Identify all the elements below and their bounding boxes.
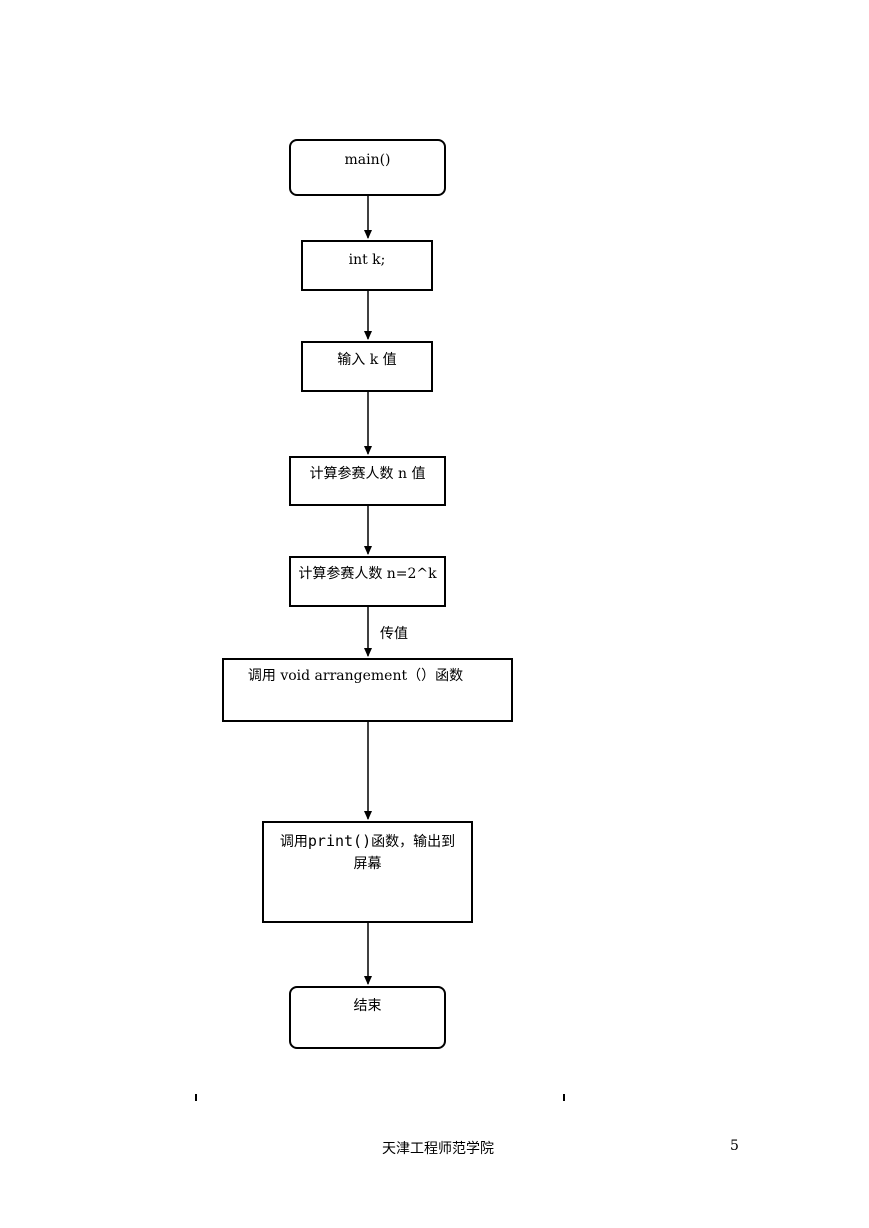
call-print-suffix: 函数，输出到 [371, 834, 456, 850]
call-arrangement-node-label: 调用 void arrangement（）函数 [247, 668, 464, 684]
call-print-code: print() [307, 832, 372, 850]
footer-page-number: 5 [730, 1138, 739, 1154]
calc-n-node-label: 计算参赛人数 n 值 [309, 466, 426, 482]
pass-value-label: 传值 [380, 626, 408, 642]
footer-tick-left [195, 1094, 197, 1101]
call-print-node-line2: 屏幕 [353, 856, 382, 872]
input-node: 输入 k 值 [301, 341, 433, 392]
calc-formula-node: 计算参赛人数 n=2^k [289, 556, 446, 607]
input-node-label: 输入 k 值 [337, 352, 397, 368]
call-print-node: 调用print()函数，输出到 屏幕 [262, 821, 473, 923]
declare-node-label: int k; [348, 252, 386, 268]
call-print-node-line1: 调用print()函数，输出到 [264, 830, 471, 853]
start-node-label: main() [344, 152, 391, 168]
declare-node: int k; [301, 240, 433, 291]
calc-formula-node-label: 计算参赛人数 n=2^k [298, 566, 437, 582]
call-print-prefix: 调用 [279, 834, 308, 850]
footer-tick-right [563, 1094, 565, 1101]
footer-institution: 天津工程师范学院 [382, 1141, 494, 1157]
call-arrangement-node: 调用 void arrangement（）函数 [222, 658, 513, 722]
end-node: 结束 [289, 986, 446, 1049]
calc-n-node: 计算参赛人数 n 值 [289, 456, 446, 506]
start-node: main() [289, 139, 446, 196]
end-node-label: 结束 [353, 998, 382, 1014]
